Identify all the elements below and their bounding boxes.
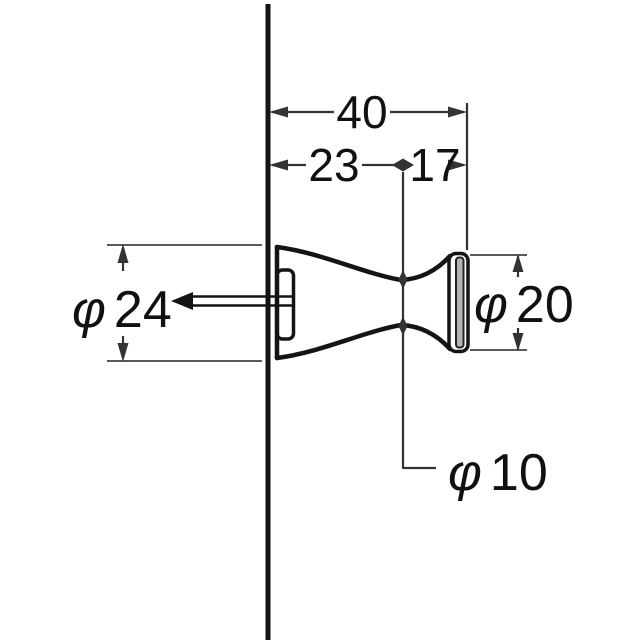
knob-profile (274, 244, 470, 361)
knob-cap-shade-band (455, 256, 465, 349)
dimension-head-depth: 17 (409, 103, 469, 250)
dim-23-17-shared-arrow-diamond (392, 158, 414, 172)
dim-17-label: 17 (409, 139, 460, 191)
knob-cap-face (447, 251, 470, 354)
phi-symbol-head: φ (474, 276, 508, 334)
dim-17-arrow-right (448, 159, 467, 171)
head-diameter-value: 20 (516, 276, 574, 334)
knob-mounting-boss (275, 268, 296, 341)
knob-top-curve (274, 244, 453, 283)
dim-23-label: 23 (308, 139, 359, 191)
dim-40-arrow-right (448, 106, 467, 118)
phi-symbol-neck: φ (448, 444, 482, 502)
dim-40-arrow-left (269, 106, 288, 118)
neck-arrow-bottom-diamond (398, 316, 408, 336)
dim-40-label: 40 (336, 86, 387, 138)
neck-centerline (401, 172, 436, 470)
knob-bottom-curve (274, 322, 453, 361)
dim-20-arrow-top (512, 254, 524, 272)
dim-24-arrow-bottom (117, 343, 129, 362)
phi-symbol-base: φ (72, 281, 106, 339)
dim-20-arrow-bottom (512, 333, 524, 351)
mounting-screw (171, 292, 292, 310)
neck-diameter-value: 10 (490, 444, 548, 502)
screw-tip (171, 292, 193, 310)
dim-23-arrow-left (269, 159, 288, 171)
dim-24-arrow-top (117, 244, 129, 263)
dimension-base-depth: 23 (269, 139, 414, 191)
dimension-total-depth: 40 (269, 86, 467, 138)
neck-arrow-top-diamond (398, 270, 408, 289)
base-diameter-value: 24 (114, 281, 172, 339)
